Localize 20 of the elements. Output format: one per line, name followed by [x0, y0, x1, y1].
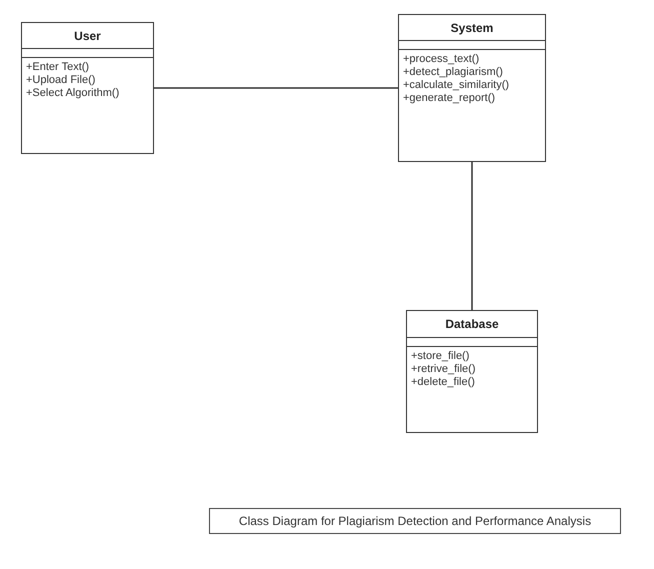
method-text: +retrive_file(): [411, 363, 476, 376]
association-line: [471, 162, 473, 310]
method-text: +Select Algorithm(): [26, 87, 120, 100]
class-box: [21, 22, 154, 154]
method-text: +generate_report(): [403, 92, 496, 105]
caption-text: Class Diagram for Plagiarism Detection and Performance Analysis: [238, 514, 592, 528]
method-text: +detect_plagiarism(): [403, 66, 504, 79]
method-text: +store_file(): [411, 350, 470, 363]
association-line: [154, 87, 398, 89]
method-text: +Enter Text(): [26, 61, 90, 74]
method-text: +calculate_similarity(): [403, 79, 510, 92]
method-text: +process_text(): [403, 53, 480, 66]
class-box: [398, 14, 546, 162]
caption-box: [209, 508, 621, 534]
method-text: +Upload File(): [26, 74, 96, 87]
class-name: System: [450, 20, 494, 34]
method-text: +delete_file(): [411, 376, 476, 389]
class-box: [406, 310, 538, 433]
class-name: Database: [445, 317, 499, 331]
class-name: User: [74, 28, 101, 42]
